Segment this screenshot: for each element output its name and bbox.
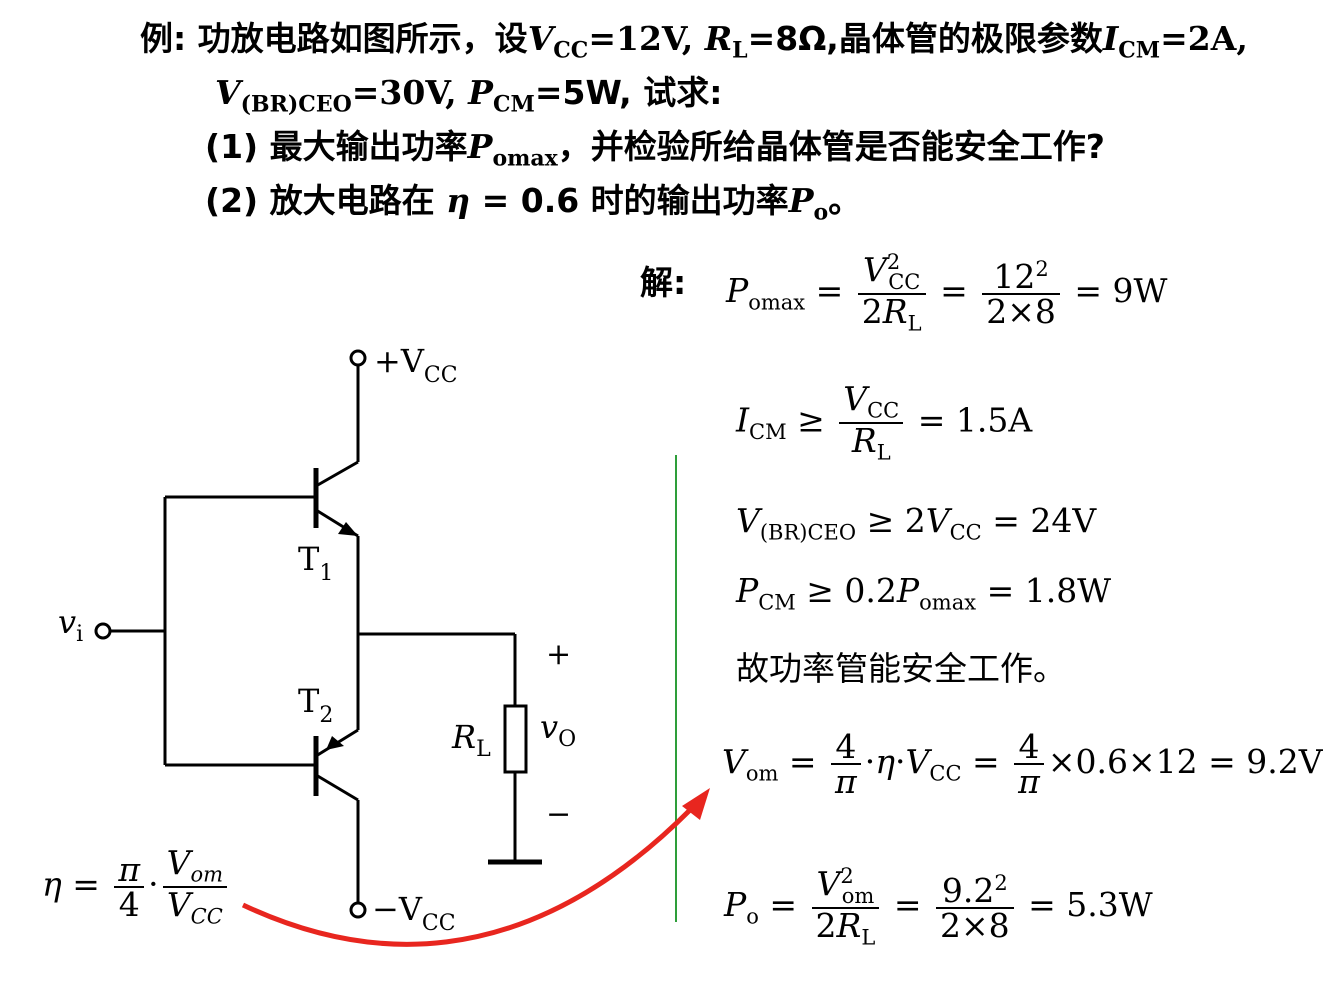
- question-2: (2) 放大电路在 η = 0.6 时的输出功率Po。: [205, 181, 862, 226]
- vi-label: vi: [58, 603, 83, 647]
- t1-collector: [315, 460, 359, 488]
- red-curved-arrow: [241, 808, 692, 947]
- vcc-pos-terminal[interactable]: [349, 349, 367, 367]
- vi-terminal[interactable]: [94, 622, 112, 640]
- red-arrow-head: [682, 788, 710, 820]
- vcc-neg-label: −VCC: [372, 890, 456, 936]
- t2-label: T2: [298, 682, 333, 728]
- vcc-neg-terminal[interactable]: [349, 901, 367, 919]
- vo-plus: +: [546, 637, 571, 672]
- t2-collector: [315, 773, 359, 802]
- conclusion-text: 故功率管能安全工作。: [736, 649, 1066, 688]
- rl-label: RL: [451, 718, 491, 762]
- question-1: (1) 最大输出功率Pomax，并检验所给晶体管是否能安全工作?: [205, 127, 1105, 172]
- vo-label: vO: [540, 708, 576, 752]
- load-resistor: [503, 704, 528, 774]
- t1-label: T1: [298, 540, 333, 586]
- problem-line-1: 例: 功放电路如图所示，设VCC=12V, RL=8Ω,晶体管的极限参数ICM=…: [140, 19, 1248, 64]
- solution-label: 解:: [640, 263, 687, 302]
- vo-minus: −: [546, 797, 571, 832]
- t2-emitter-arrow: [326, 736, 344, 750]
- problem-line-2: V(BR)CEO=30V, PCM=5W, 试求:: [215, 73, 723, 118]
- vcc-pos-label: +VCC: [374, 342, 458, 388]
- pcm-formula: PCM ≥ 0.2Pomax = 1.8W: [736, 571, 1112, 615]
- vbr-formula: V(BR)CEO ≥ 2VCC = 24V: [736, 501, 1097, 545]
- t1-emitter-arrow: [338, 522, 358, 536]
